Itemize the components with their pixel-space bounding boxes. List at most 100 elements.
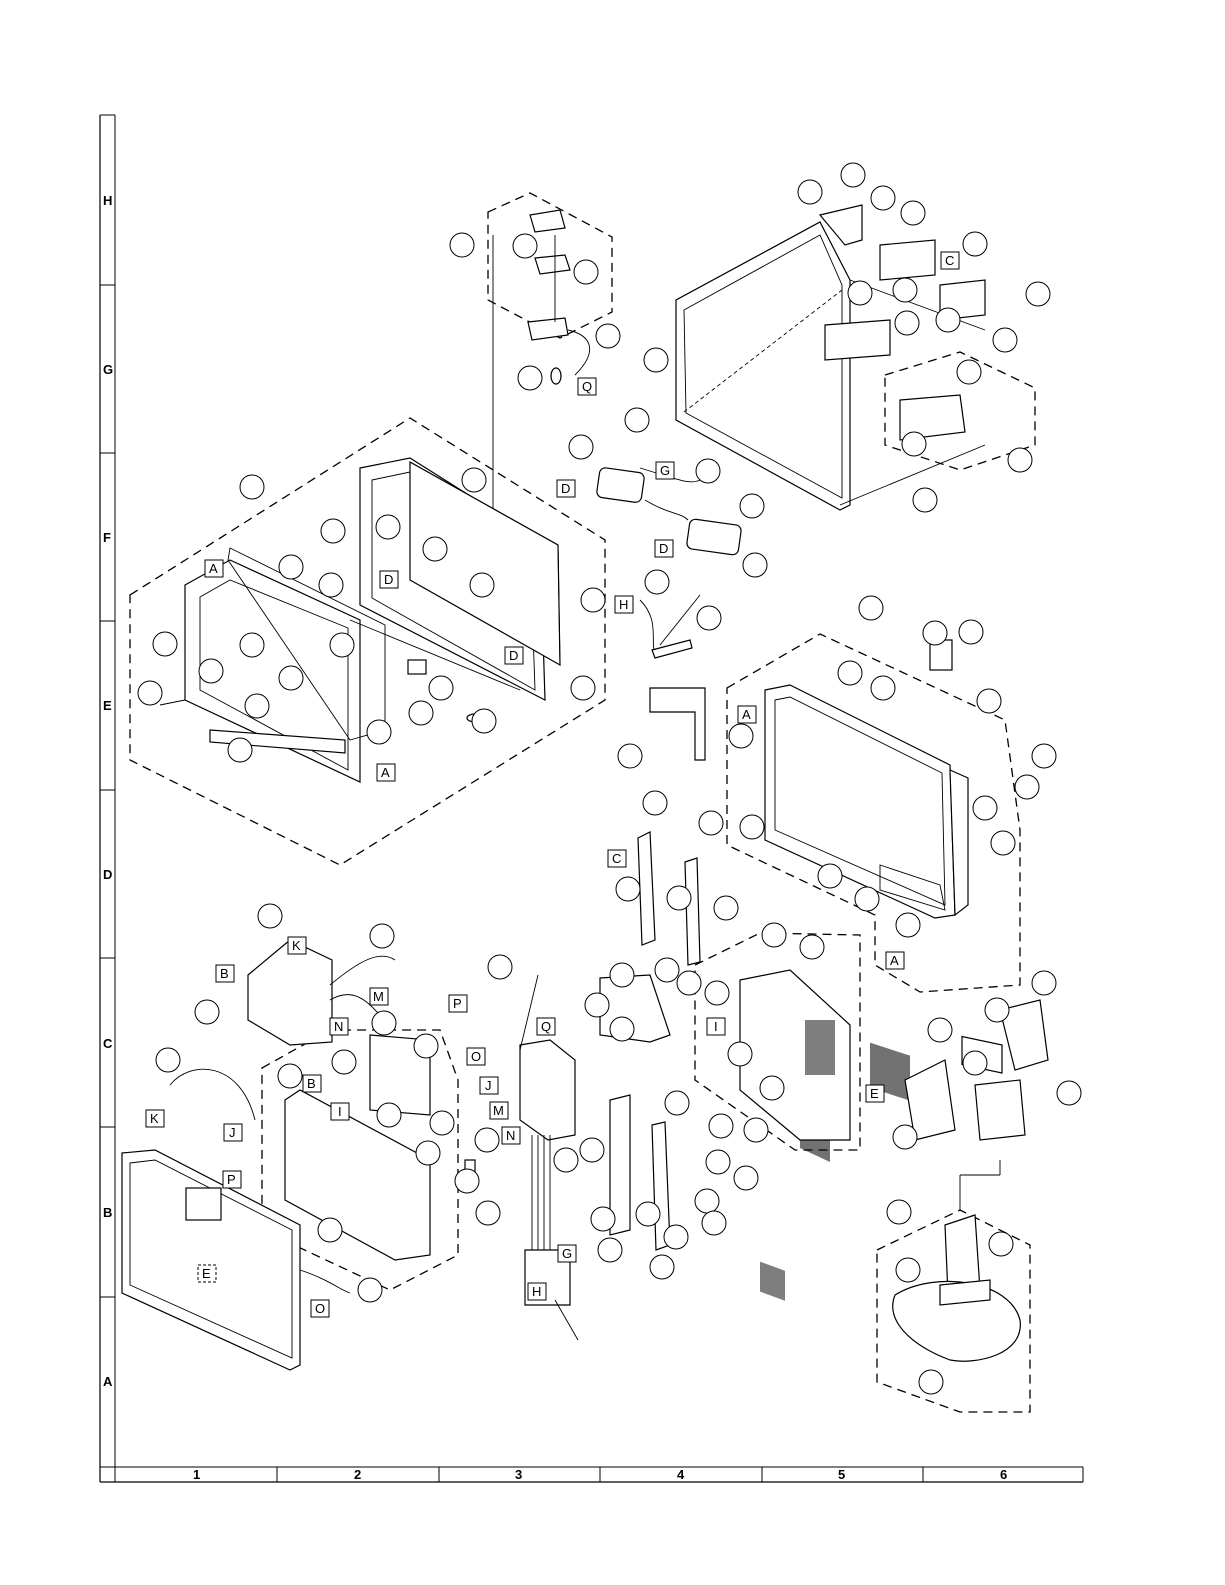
connector-label-m: M <box>370 988 388 1005</box>
callout-circle <box>258 904 282 928</box>
callout-circle <box>729 724 753 748</box>
callout-circle <box>901 201 925 225</box>
callout-circle <box>279 555 303 579</box>
callout-circle <box>370 924 394 948</box>
svg-text:P: P <box>453 996 462 1011</box>
rear-support-frame <box>676 205 985 510</box>
svg-text:C: C <box>612 851 621 866</box>
callout-circle <box>762 923 786 947</box>
callout-circle <box>636 1202 660 1226</box>
callout-circle <box>714 896 738 920</box>
callout-circle <box>475 1128 499 1152</box>
callout-circle <box>991 831 1015 855</box>
callout-circle <box>706 1150 730 1174</box>
connector-label-b: B <box>216 965 234 982</box>
connector-label-c: C <box>608 850 626 867</box>
callout-circle <box>743 553 767 577</box>
callout-circle <box>416 1141 440 1165</box>
callout-circle <box>330 633 354 657</box>
callout-circle <box>871 676 895 700</box>
svg-text:N: N <box>506 1128 515 1143</box>
svg-text:M: M <box>373 989 384 1004</box>
callout-circle <box>923 621 947 645</box>
callout-circle <box>643 791 667 815</box>
grid-column-label: 2 <box>354 1467 361 1482</box>
callout-circle <box>319 573 343 597</box>
connector-label-n: N <box>502 1127 520 1144</box>
callout-circle <box>581 588 605 612</box>
callout-circle <box>893 278 917 302</box>
sensor-assembly <box>493 210 590 525</box>
grid-row-label: D <box>103 867 112 882</box>
svg-text:G: G <box>660 463 670 478</box>
svg-text:O: O <box>471 1049 481 1064</box>
svg-text:I: I <box>714 1019 718 1034</box>
callout-circle <box>376 515 400 539</box>
connector-label-a: A <box>377 764 395 781</box>
svg-text:Q: Q <box>541 1019 551 1034</box>
connector-label-d: D <box>380 571 398 588</box>
callout-circle <box>989 1232 1013 1256</box>
grid-row-label: C <box>103 1036 113 1051</box>
svg-text:O: O <box>315 1301 325 1316</box>
grid-column-label: 3 <box>515 1467 522 1482</box>
callout-circle <box>665 1091 689 1115</box>
svg-text:H: H <box>619 597 628 612</box>
connector-label-h: H <box>528 1283 546 1300</box>
callout-circle <box>423 537 447 561</box>
callout-circle <box>585 993 609 1017</box>
stand-brackets <box>638 688 705 965</box>
callout-circle <box>569 435 593 459</box>
svg-text:D: D <box>384 572 393 587</box>
callout-circle <box>488 955 512 979</box>
connector-label-d: D <box>655 540 673 557</box>
callout-circle <box>871 186 895 210</box>
connector-label-c: C <box>941 252 959 269</box>
callout-circle <box>798 180 822 204</box>
connector-label-m: M <box>490 1102 508 1119</box>
callout-circle <box>919 1370 943 1394</box>
callout-circle <box>902 432 926 456</box>
callout-circle <box>372 1011 396 1035</box>
callout-circle <box>977 689 1001 713</box>
callout-circle <box>959 620 983 644</box>
callout-circle <box>963 232 987 256</box>
led-pcb <box>640 595 700 658</box>
callout-circle <box>699 811 723 835</box>
connector-label-g: G <box>656 462 674 479</box>
callout-circle <box>896 913 920 937</box>
callout-circle <box>677 971 701 995</box>
svg-text:A: A <box>742 707 751 722</box>
callout-circle <box>616 877 640 901</box>
grid-column-label: 4 <box>677 1467 685 1482</box>
connector-label-p: P <box>223 1171 241 1188</box>
callout-circle <box>240 475 264 499</box>
side-terminal-brackets <box>610 1095 670 1250</box>
connector-label-d: D <box>505 647 523 664</box>
callout-circle <box>696 459 720 483</box>
callout-circle <box>321 519 345 543</box>
callout-circle <box>655 958 679 982</box>
callout-circle <box>928 1018 952 1042</box>
svg-text:J: J <box>485 1078 492 1093</box>
svg-text:B: B <box>220 966 229 981</box>
callout-circle <box>591 1207 615 1231</box>
connector-label-k: K <box>288 937 306 954</box>
callout-circle <box>596 324 620 348</box>
svg-text:J: J <box>229 1125 236 1140</box>
callout-circle <box>913 488 937 512</box>
connector-label-a: A <box>886 952 904 969</box>
callout-circle <box>1015 775 1039 799</box>
callout-circle <box>645 570 669 594</box>
callout-circle <box>800 935 824 959</box>
connector-label-d: D <box>557 480 575 497</box>
svg-text:K: K <box>292 938 301 953</box>
callout-circle <box>1057 1081 1081 1105</box>
callout-circle <box>618 744 642 768</box>
svg-text:I: I <box>338 1104 342 1119</box>
callout-circle <box>240 633 264 657</box>
svg-text:D: D <box>659 541 668 556</box>
callout-circle <box>985 998 1009 1022</box>
callout-circle <box>513 234 537 258</box>
